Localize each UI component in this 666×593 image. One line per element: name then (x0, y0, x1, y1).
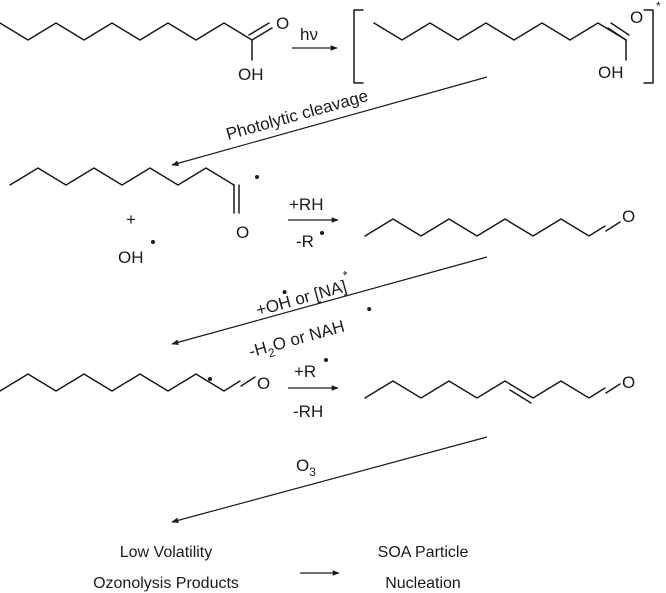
acyl-carbon-chain (9, 167, 235, 186)
acyl-radical-dot (255, 175, 259, 179)
ozonolysis-arrow (171, 436, 488, 524)
oxidation-bottom-suffix: O or NAH (271, 317, 347, 355)
right-bracket (643, 9, 654, 84)
r-radical-dot (320, 231, 324, 235)
hydrogen-abstraction-top: +RH (289, 195, 323, 214)
photolytic-cleavage-arrow (171, 76, 488, 167)
excited-carbonyl-double-bond (607, 27, 627, 41)
ozonolysis-step: O3 (171, 436, 488, 524)
oxidation-nah-radical-dot (367, 307, 372, 312)
hydrogen-loss-top: +R (294, 362, 316, 381)
oxidation-top-reagent: +OH (254, 292, 293, 320)
nonanal-carbon-chain (364, 218, 606, 237)
soa-nucleation: SOA Particle Nucleation (378, 544, 469, 592)
low-volatility-line1: Low Volatility (120, 544, 213, 561)
unsaturated-aldehyde: O (364, 373, 635, 404)
enal-carbon-chain (364, 380, 606, 399)
oxidation-arrow (171, 256, 488, 346)
oxidation-bottom-prefix: -H (247, 338, 269, 361)
left-bracket (353, 9, 364, 84)
acyl-radical: O (9, 167, 259, 242)
alkyl-radical-carbon-chain (0, 373, 241, 392)
hydroxyl-radical: OH (118, 240, 155, 267)
photoexcitation-condition: hν (300, 25, 318, 44)
oxidation-oh-radical-dot (282, 290, 287, 295)
photolytic-cleavage-label: Photolytic cleavage (224, 86, 370, 144)
low-volatility-line2: Ozonolysis Products (93, 575, 239, 592)
hydrogen-loss-step: +R -RH (288, 358, 339, 421)
excited-state-star: * (656, 0, 661, 13)
nonanal: O (364, 207, 635, 237)
oxidation-top-alternative: or [NA] (288, 277, 349, 311)
svg-text:O3: O3 (296, 456, 316, 479)
hydrogen-abstraction-bottom: -R (296, 232, 314, 251)
hydroxyl-radical-dot (151, 240, 155, 244)
excited-carbon-chain (373, 22, 627, 41)
alkyl-radical-carbonyl-double-bond (240, 376, 256, 387)
oxidation-step: +OH or [NA]* -H2O or NAH (171, 256, 488, 365)
alkyl-radical-dot (208, 377, 212, 381)
hydrogen-loss-bottom: -RH (293, 402, 323, 421)
alkyl-radical-o-label: O (257, 374, 270, 393)
oxidation-bottom-subscript: 2 (267, 345, 277, 360)
acyl-carbonyl-o-label: O (236, 223, 249, 242)
ozone-label: O (296, 456, 309, 475)
acid-carbon-chain (0, 22, 253, 41)
nonanoic-acid: O OH (0, 14, 289, 84)
ozonolysis-products: Low Volatility Ozonolysis Products (93, 544, 239, 592)
enal-c-c-double-bond (509, 389, 532, 404)
hydroxyl-radical-label: OH (118, 248, 144, 267)
svg-text:-H2O or NAH: -H2O or NAH (247, 317, 348, 365)
svg-text:+OH or [NA]*: +OH or [NA]* (252, 268, 354, 320)
acid-carbonyl-o-label: O (276, 14, 289, 33)
enal-carbonyl-double-bond (605, 383, 621, 394)
soa-line2: Nucleation (385, 575, 461, 592)
oxidation-top-star: * (342, 268, 351, 283)
acid-carbonyl-double-bond (251, 27, 273, 41)
soa-line1: SOA Particle (378, 544, 469, 561)
alkyl-radical-aldehyde: O (0, 373, 270, 393)
hydrogen-abstraction-step: +RH -R (288, 195, 339, 251)
nonanal-o-label: O (622, 207, 635, 226)
plus-sign: + (126, 210, 136, 229)
enal-o-label: O (622, 373, 635, 392)
acid-oh-label: OH (238, 65, 264, 84)
nonanal-carbonyl-double-bond (605, 221, 621, 232)
excited-nonanoic-acid: O OH * (353, 0, 661, 84)
ozone-subscript: 3 (309, 465, 316, 479)
excited-carbonyl-o-label: O (630, 8, 643, 27)
excited-oh-label: OH (598, 63, 624, 82)
r-radical-dot-2 (324, 358, 328, 362)
photolytic-cleavage-step: Photolytic cleavage (171, 76, 488, 167)
photoexcitation-step: hν (292, 25, 338, 51)
